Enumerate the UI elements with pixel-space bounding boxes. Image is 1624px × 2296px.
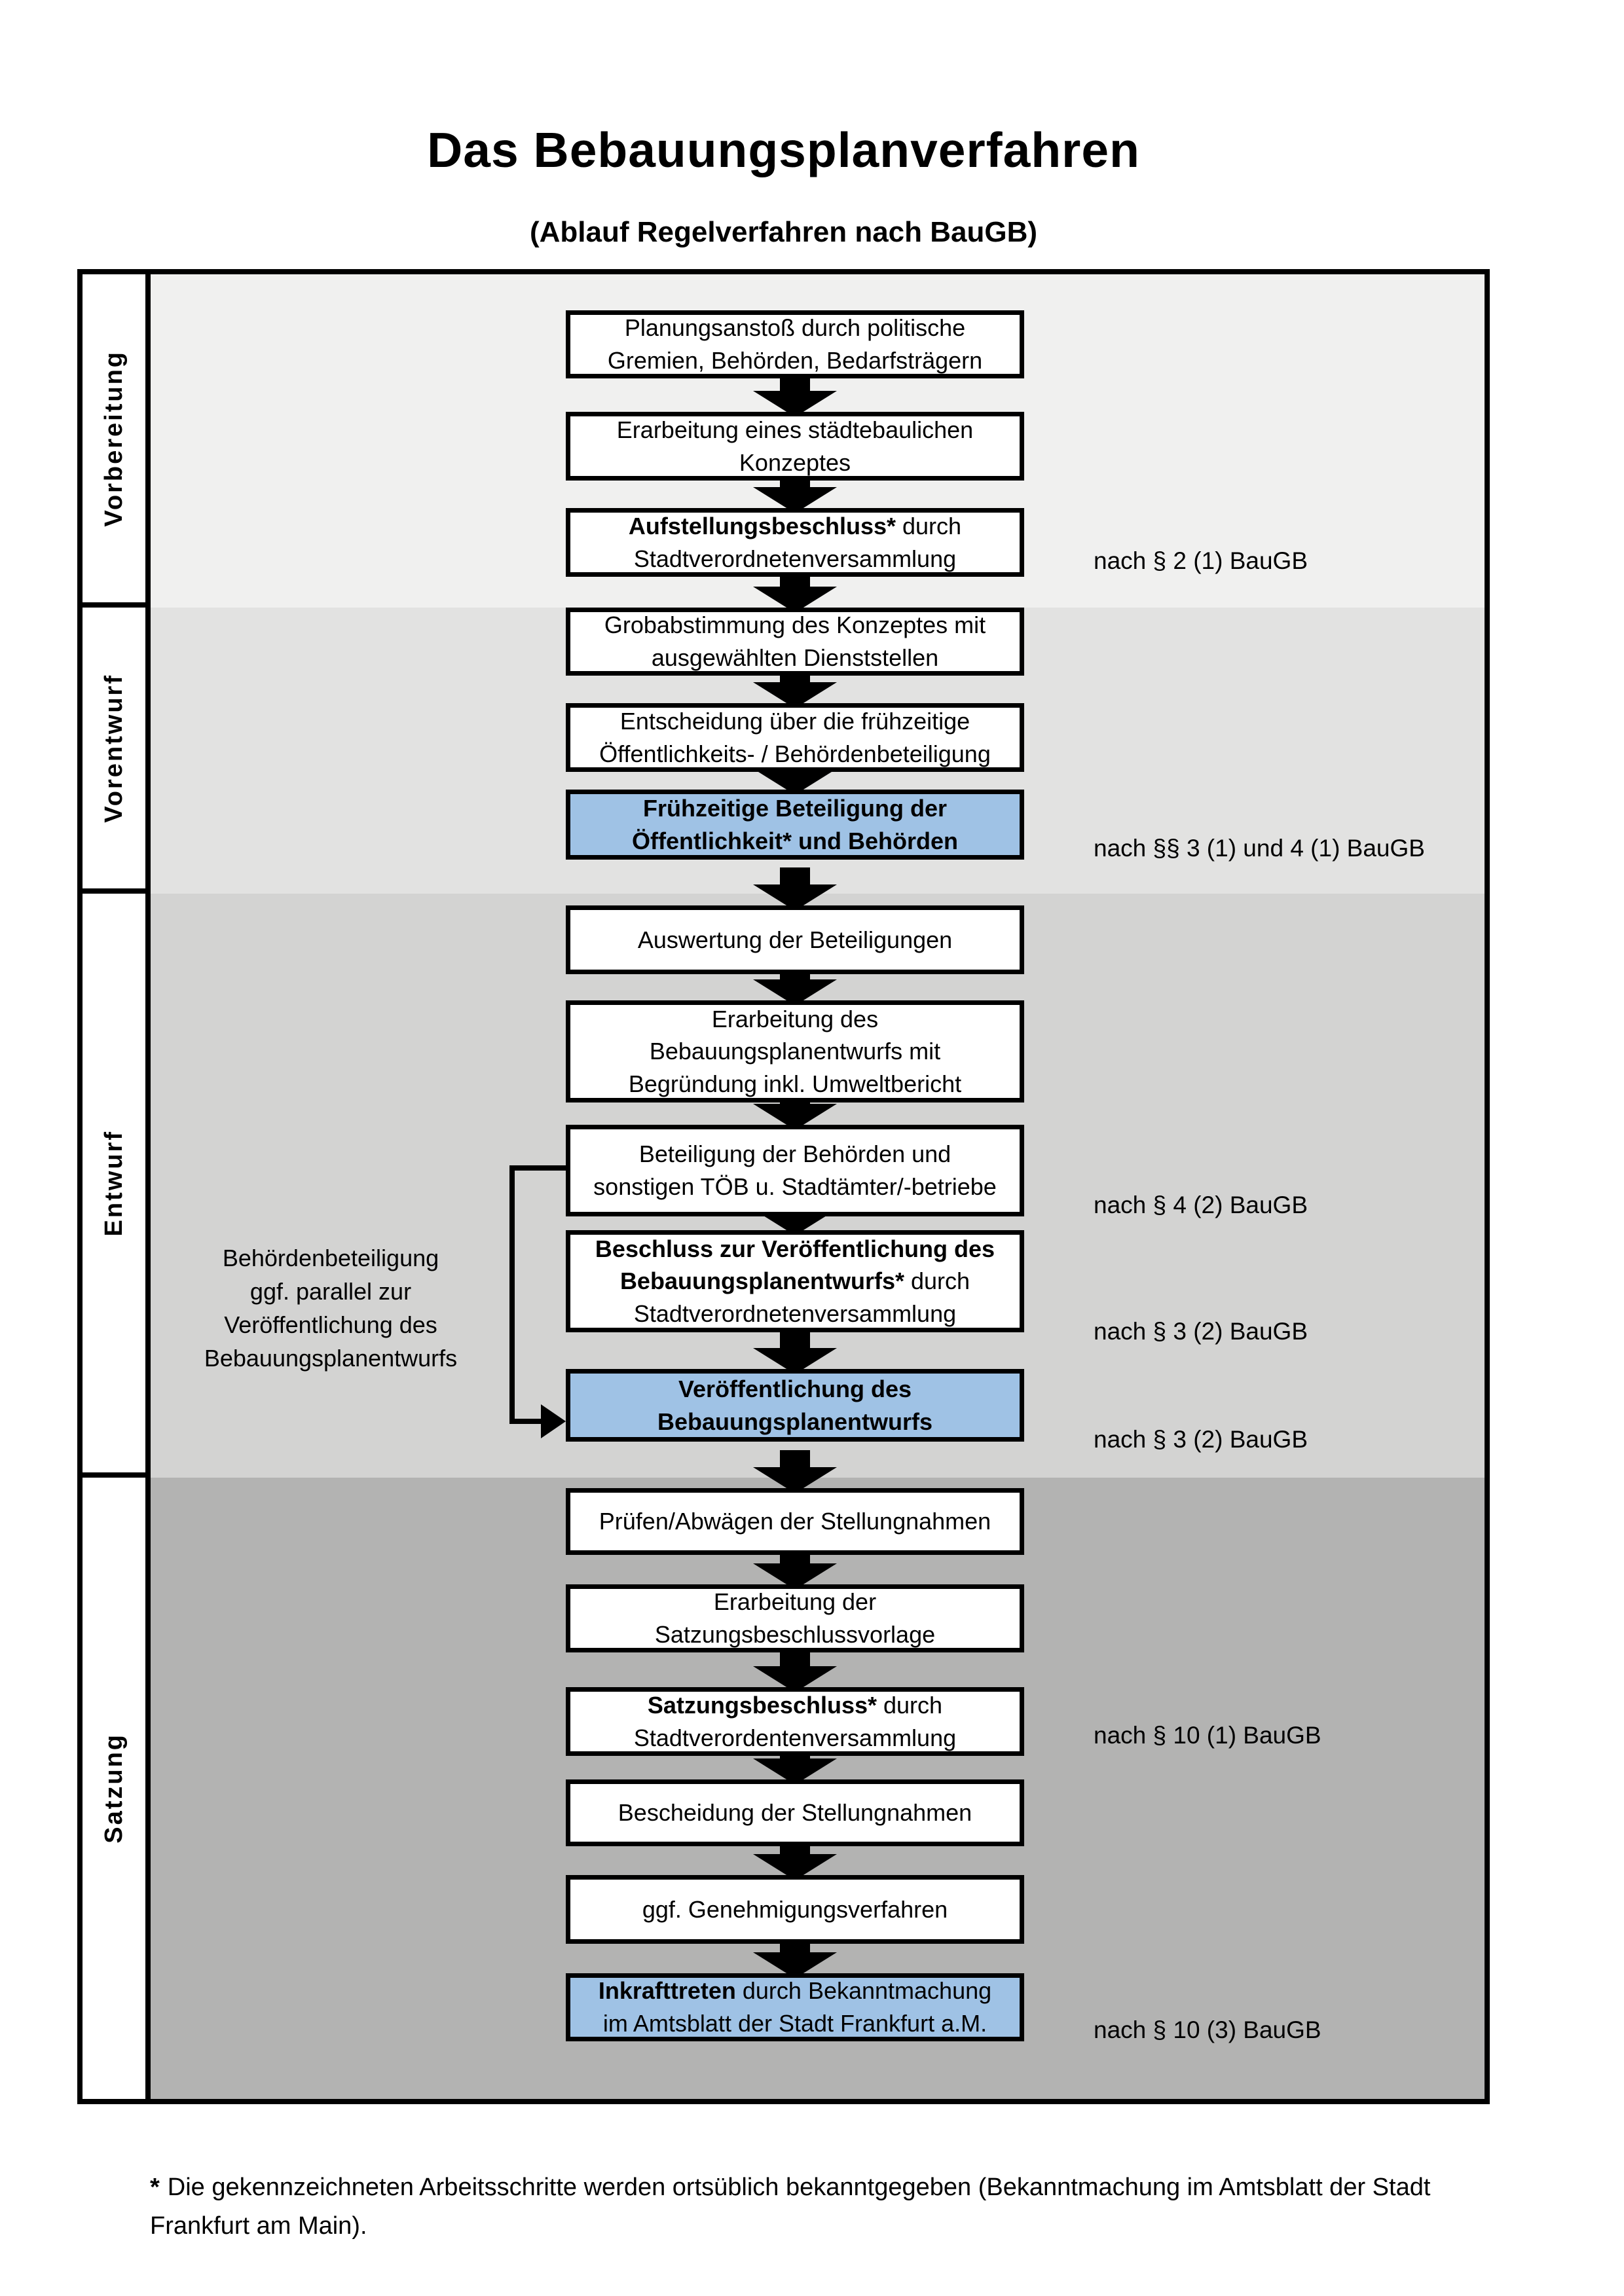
step-text: Erarbeitung eines städtebaulichen Konzep… <box>616 416 974 476</box>
phase-cell-vorbereitung: Vorbereitung <box>83 274 151 608</box>
step-veroeffentlichungsbeschluss: Beschluss zur Veröffentlichung des Bebau… <box>566 1230 1024 1332</box>
arrow-stem <box>780 867 810 886</box>
phase-label-vorentwurf: Vorentwurf <box>100 673 128 823</box>
footnote-text: Die gekennzeichneten Arbeitsschritte wer… <box>150 2174 1431 2240</box>
step-fruehzeitige-beteiligung: Frühzeitige Beteiligung der Öffentlichke… <box>566 790 1024 860</box>
step-text: Grobabstimmung des Konzeptes mit ausgewä… <box>604 611 986 671</box>
step-satzungsbeschluss: Satzungsbeschluss* durch Stadtverordente… <box>566 1687 1024 1756</box>
legal-reference: nach §§ 3 (1) und 4 (1) BauGB <box>1094 835 1425 862</box>
step-text: ggf. Genehmigungsverfahren <box>642 1895 948 1923</box>
legal-reference: nach § 2 (1) BauGB <box>1094 547 1308 574</box>
phase-cell-satzung: Satzung <box>83 1478 151 2099</box>
flowchart-frame: Vorbereitung Vorentwurf Entwurf Satzung … <box>77 269 1490 2104</box>
step-text: Satzungsbeschluss* durch Stadtverordente… <box>633 1691 957 1751</box>
step-planungsanstoss: Planungsanstoß durch politische Gremien,… <box>566 310 1024 378</box>
footnote-marker: * <box>150 2174 160 2201</box>
step-veroeffentlichung-entwurf: Veröffentlichung des Bebauungsplanentwur… <box>566 1369 1024 1442</box>
arrow-down-icon <box>753 867 837 911</box>
legal-reference: nach § 3 (2) BauGB <box>1094 1318 1308 1345</box>
step-bescheidung: Bescheidung der Stellungnahmen <box>566 1779 1024 1846</box>
legal-reference: nach § 4 (2) BauGB <box>1094 1192 1308 1218</box>
legal-reference: nach § 10 (3) BauGB <box>1094 2016 1321 2043</box>
step-text: Auswertung der Beteiligungen <box>637 926 953 953</box>
legal-reference: nach § 10 (1) BauGB <box>1094 1722 1321 1749</box>
step-text: Erarbeitung des Bebauungsplanentwurfs mi… <box>628 1005 962 1097</box>
step-text: Entscheidung über die frühzeitige Öffent… <box>599 707 991 767</box>
step-satzungsbeschlussvorlage: Erarbeitung der Satzungsbeschlussvorlage <box>566 1584 1024 1652</box>
step-inkrafttreten: Inkrafttreten durch Bekanntmachung im Am… <box>566 1973 1024 2041</box>
legal-reference: nach § 3 (2) BauGB <box>1094 1426 1308 1453</box>
step-text: Beschluss zur Veröffentlichung des Bebau… <box>595 1235 995 1327</box>
step-text: Prüfen/Abwägen der Stellungnahmen <box>599 1508 991 1535</box>
arrow-stem <box>780 1331 810 1349</box>
step-text: Veröffentlichung des Bebauungsplanentwur… <box>657 1375 933 1435</box>
arrow-down-icon <box>753 1450 837 1493</box>
step-konzept-erarbeitung: Erarbeitung eines städtebaulichen Konzep… <box>566 412 1024 481</box>
phase-cell-vorentwurf: Vorentwurf <box>83 608 151 894</box>
phase-cell-entwurf: Entwurf <box>83 894 151 1478</box>
step-entscheidung-beteiligung: Entscheidung über die frühzeitige Öffent… <box>566 703 1024 772</box>
arrow-down-icon <box>753 374 837 417</box>
step-text: Bescheidung der Stellungnahmen <box>618 1799 972 1827</box>
side-note: Behördenbeteiligung ggf. parallel zur Ve… <box>204 1245 458 1372</box>
footnote: *Die gekennzeichneten Arbeitsschritte we… <box>150 2168 1564 2246</box>
arrow-down-icon <box>753 1331 837 1374</box>
step-auswertung-beteiligungen: Auswertung der Beteiligungen <box>566 905 1024 974</box>
step-genehmigungsverfahren: ggf. Genehmigungsverfahren <box>566 1875 1024 1944</box>
page-subtitle: (Ablauf Regelverfahren nach BauGB) <box>529 216 1038 248</box>
step-text: Planungsanstoß durch politische Gremien,… <box>607 314 983 374</box>
phase-label-satzung: Satzung <box>100 1733 128 1844</box>
step-text: Aufstellungsbeschluss* durch Stadtverord… <box>628 512 962 572</box>
step-entwurf-erarbeitung: Erarbeitung des Bebauungsplanentwurfs mi… <box>566 1000 1024 1102</box>
connector-line-bottom <box>509 1419 545 1424</box>
phase-label-entwurf: Entwurf <box>100 1129 128 1237</box>
page-title: Das Bebauungsplanverfahren <box>427 122 1140 177</box>
step-pruefen-abwaegen: Prüfen/Abwägen der Stellungnahmen <box>566 1488 1024 1555</box>
step-aufstellungsbeschluss: Aufstellungsbeschluss* durch Stadtverord… <box>566 508 1024 577</box>
step-text: Beteiligung der Behörden und sonstigen T… <box>593 1140 997 1200</box>
step-text: Inkrafttreten durch Bekanntmachung im Am… <box>598 1977 992 2037</box>
connector-line-vertical <box>509 1165 515 1424</box>
step-grobabstimmung: Grobabstimmung des Konzeptes mit ausgewä… <box>566 608 1024 676</box>
connector-line-top <box>509 1165 566 1171</box>
step-text: Frühzeitige Beteiligung der Öffentlichke… <box>631 794 959 854</box>
phase-label-vorbereitung: Vorbereitung <box>100 350 128 527</box>
arrow-down-icon <box>753 1649 837 1692</box>
step-text: Erarbeitung der Satzungsbeschlussvorlage <box>654 1588 936 1648</box>
step-behoerden-beteiligung: Beteiligung der Behörden und sonstigen T… <box>566 1125 1024 1216</box>
arrow-right-icon <box>541 1404 566 1438</box>
arrow-stem <box>780 1450 810 1468</box>
